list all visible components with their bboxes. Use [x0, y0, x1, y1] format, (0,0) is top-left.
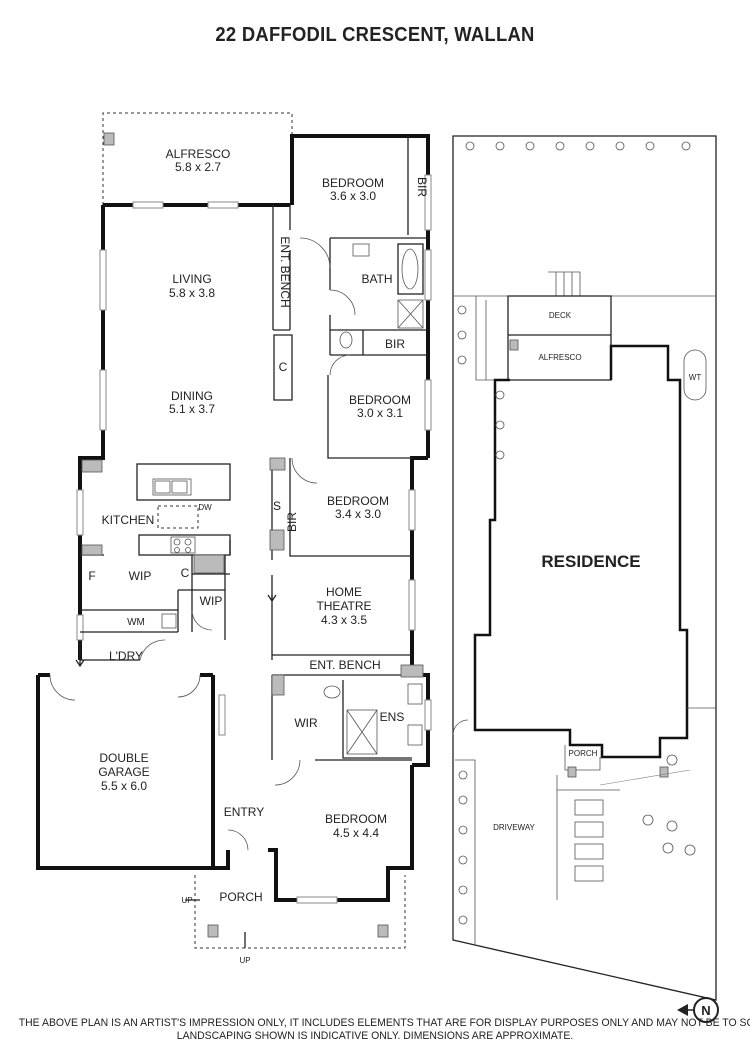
garage-label2: GARAGE	[98, 765, 149, 779]
bedroom1-size: 3.6 x 3.0	[330, 189, 376, 203]
up1-label: UP	[181, 896, 192, 905]
compass-north-icon: N	[677, 997, 719, 1023]
dining-size: 5.1 x 3.7	[169, 402, 215, 416]
entry-label: ENTRY	[224, 805, 264, 819]
floor-plan-walls	[36, 112, 432, 949]
site-plan	[452, 135, 717, 1001]
wir-label: WIR	[294, 716, 318, 730]
bath-label: BATH	[361, 272, 392, 286]
home-theatre-label1: HOME	[326, 585, 362, 599]
c2-label: C	[181, 566, 190, 580]
porch-label: PORCH	[219, 890, 262, 904]
ent-bench1-label: ENT. BENCH	[278, 236, 292, 307]
dining-label: DINING	[171, 389, 213, 403]
bir1-label: BIR	[415, 177, 429, 197]
residence-label: RESIDENCE	[541, 552, 640, 571]
dw-label: DW	[198, 503, 212, 512]
bir2-label: BIR	[385, 337, 405, 351]
bedroom2-label: BEDROOM	[349, 393, 411, 407]
deck-label: DECK	[549, 311, 572, 320]
living-size: 5.8 x 3.8	[169, 286, 215, 300]
bedroom3-size: 3.4 x 3.0	[335, 507, 381, 521]
ens-label: ENS	[380, 710, 405, 724]
bedroom2-size: 3.0 x 3.1	[357, 406, 403, 420]
ldry-label: L'DRY	[109, 649, 143, 663]
driveway-label: DRIVEWAY	[493, 823, 535, 832]
site-labels: DECK ALFRESCO WT RESIDENCE PORCH DRIVEWA…	[493, 311, 701, 832]
bedroom4-label: BEDROOM	[325, 812, 387, 826]
alfresco-size: 5.8 x 2.7	[175, 160, 221, 174]
disclaimer-line1: THE ABOVE PLAN IS AN ARTIST'S IMPRESSION…	[18, 1017, 750, 1029]
f-label: F	[88, 569, 95, 583]
s-label: S	[273, 499, 281, 513]
bedroom4-size: 4.5 x 4.4	[333, 826, 379, 840]
wip2-label: WIP	[200, 594, 223, 608]
wt-label: WT	[689, 373, 702, 382]
up2-label: UP	[239, 956, 250, 965]
wm-label: WM	[127, 617, 145, 628]
disclaimer-line2: LANDSCAPING SHOWN IS INDICATIVE ONLY. DI…	[176, 1030, 574, 1042]
kitchen-label: KITCHEN	[102, 513, 155, 527]
disclaimer: THE ABOVE PLAN IS AN ARTIST'S IMPRESSION…	[0, 1017, 750, 1043]
home-theatre-label2: THEATRE	[316, 599, 371, 613]
site-porch-label: PORCH	[569, 749, 598, 758]
garage-label1: DOUBLE	[99, 751, 148, 765]
c1-label: C	[279, 360, 288, 374]
wip1-label: WIP	[129, 569, 152, 583]
compass-label: N	[701, 1003, 710, 1018]
bir3-label: BIR	[285, 512, 299, 532]
plan-title: 22 DAFFODIL CRESCENT, WALLAN	[215, 24, 535, 46]
living-label: LIVING	[172, 272, 211, 286]
alfresco-label: ALFRESCO	[166, 147, 231, 161]
home-theatre-size: 4.3 x 3.5	[321, 613, 367, 627]
bedroom3-label: BEDROOM	[327, 494, 389, 508]
bedroom1-label: BEDROOM	[322, 176, 384, 190]
garage-size: 5.5 x 6.0	[101, 779, 147, 793]
room-labels: ALFRESCO 5.8 x 2.7 BEDROOM 3.6 x 3.0 BIR…	[88, 147, 429, 965]
ent-bench2-label: ENT. BENCH	[309, 658, 380, 672]
site-alfresco-label: ALFRESCO	[538, 353, 581, 362]
